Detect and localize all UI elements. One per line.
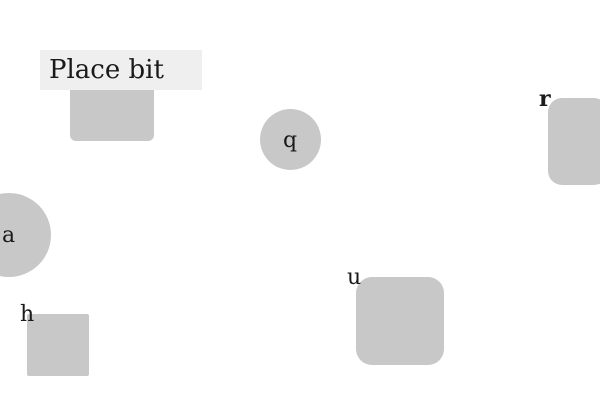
shape-label-h: h: [20, 302, 35, 327]
shape-label-q: q: [283, 128, 298, 153]
circle-shape-q[interactable]: [260, 109, 321, 170]
shape-label-a: a: [2, 223, 16, 248]
rounded-square-shape-u[interactable]: [356, 277, 444, 365]
rounded-square-shape-r[interactable]: [548, 98, 600, 185]
square-shape-h[interactable]: [27, 314, 89, 376]
shape-label-u: u: [347, 265, 362, 290]
shape-label-r: r: [539, 86, 551, 112]
task-instruction: Place bit: [40, 50, 202, 90]
